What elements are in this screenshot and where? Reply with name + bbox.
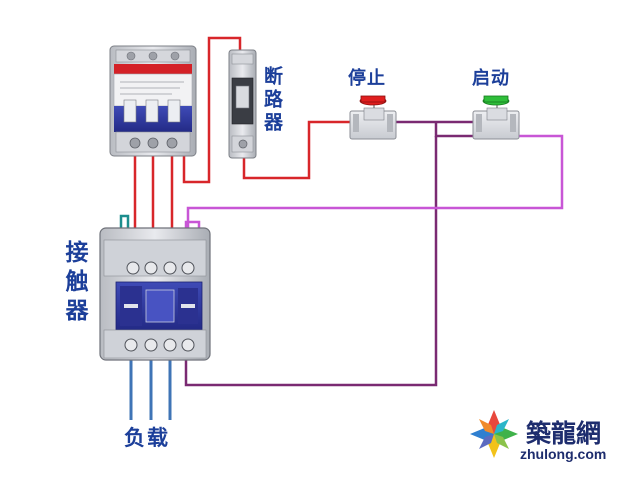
stop-label: 停止 [348,68,386,89]
load-label: 负载 [124,426,170,450]
contactor-device [99,227,211,361]
logo-url: zhulong.com [520,446,607,462]
contactor-label: 接触器 [61,240,87,327]
start-label: 启动 [472,68,510,89]
load-wires [129,355,172,420]
start-bridge-wire [434,122,476,138]
start-to-coil-wire [186,134,564,240]
breaker-lever-3 [167,99,181,123]
stop-button-device [349,95,397,140]
breaker-label: 断路器 [261,66,283,135]
zhulong-logo-icon [470,410,518,458]
breaker-to-stop-wire [242,120,354,180]
start-button-device [472,95,520,140]
return-wire [184,136,438,387]
logo-name: 築龍網 [526,419,602,448]
breaker-lever-2 [145,99,159,123]
breaker-lever-1 [123,99,137,123]
control-breaker-lever [235,85,250,109]
main-breaker [109,45,197,157]
breaker-red-band [114,64,192,74]
breaker-feed-wire [182,36,242,184]
control-wires [184,120,476,387]
control-breaker [228,49,257,159]
